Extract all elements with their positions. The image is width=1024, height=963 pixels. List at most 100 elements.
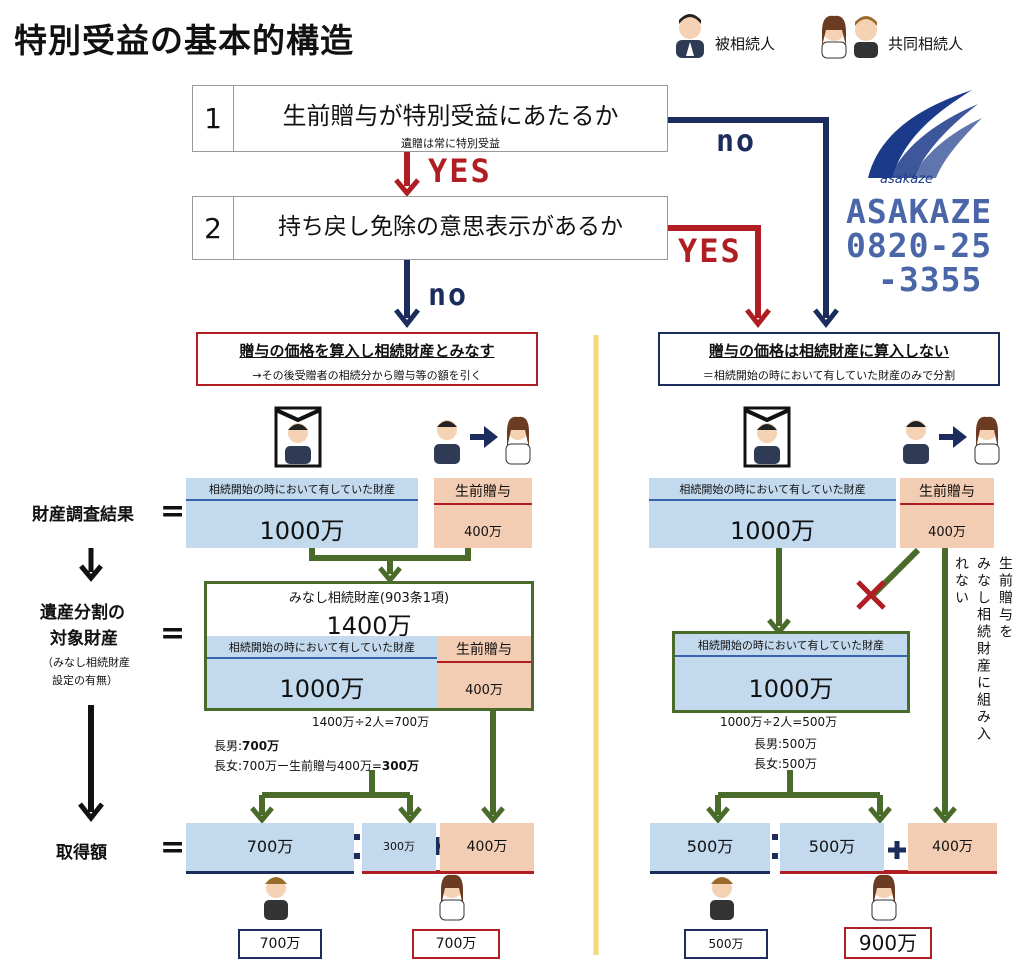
left-result-box: 贈与の価格を算入し相続財産とみなす →その後受贈者の相続分から贈与等の額を引く <box>196 332 538 386</box>
left-deemed-title: みなし相続財産(903条1項) <box>288 591 450 606</box>
right-acq-daughter-share: 500万 <box>780 823 884 871</box>
q1-yes-label: YES <box>428 152 492 190</box>
q1-no-arrowhead <box>813 308 839 329</box>
right-result-sub: ＝相続開始の時において有していた財産のみで分割 <box>702 369 956 382</box>
left-estate-header: 相続開始の時において有していた財産 <box>186 478 418 501</box>
right-estate-header: 相続開始の時において有していた財産 <box>649 478 896 501</box>
left-acq-son: 700万 <box>186 823 354 871</box>
left-transfer-arrow-icon <box>470 426 498 448</box>
left-result-main: 贈与の価格を算入し相続財産とみなす <box>239 342 495 360</box>
question-2-text: 持ち戻し免除の意思表示があるか <box>278 214 623 240</box>
left-colon-icon <box>354 834 360 859</box>
right-eldest-son-icon <box>710 877 734 920</box>
right-arrowhead-1 <box>706 806 730 824</box>
left-result-sub: →その後受贈者の相続分から贈与等の額を引く <box>252 369 482 382</box>
left-inner-estate-box: 相続開始の時において有していた財産 1000万 <box>207 636 437 708</box>
right-gift-box: 生前贈与 400万 <box>900 478 994 548</box>
right-gift-amount: 400万 <box>928 525 966 540</box>
row-label-division-2: 対象財産 <box>50 629 118 649</box>
right-estate-box: 相続開始の時において有していた財産 1000万 <box>649 478 896 548</box>
q2-yes-arrowhead <box>745 308 771 329</box>
left-estate-amount: 1000万 <box>259 517 345 545</box>
question-1-number: 1 <box>193 86 234 151</box>
left-arrowhead-2 <box>398 806 422 824</box>
left-gift-box: 生前贈与 400万 <box>434 478 532 548</box>
left-inner-estate-header: 相続開始の時において有していた財産 <box>207 636 437 659</box>
row-label-division-note-1: （みなし相続財産 <box>42 656 130 669</box>
question-1-box: 1 生前贈与が特別受益にあたるか 遺贈は常に特別受益 <box>192 85 668 152</box>
left-merge-arrowhead <box>378 566 402 584</box>
right-eldest-daughter-icon <box>871 874 897 921</box>
asakaze-logo-icon <box>868 90 982 178</box>
left-calc-3: 長女:700万ー生前贈与400万=300万 <box>214 759 419 773</box>
question-1-subtext: 遺贈は常に特別受益 <box>401 137 500 150</box>
question-2-number: 2 <box>193 197 234 259</box>
right-result-box: 贈与の価格は相続財産に算入しない ＝相続開始の時において有していた財産のみで分割 <box>658 332 1000 386</box>
right-gift-header: 生前贈与 <box>900 478 994 505</box>
left-arrowhead-1 <box>250 806 274 824</box>
left-calc-2: 長男:700万 <box>214 739 280 753</box>
right-vertical-note-2: みなし相続財産に組み入 <box>975 556 991 743</box>
q2-yes-line <box>666 225 761 318</box>
right-acq-daughter-gift: 400万 <box>908 823 997 871</box>
row-label-division-note-2: 設定の有無） <box>52 674 118 687</box>
cross-mark-2 <box>856 580 886 610</box>
right-calc-2: 長男:500万 <box>754 737 817 751</box>
q1-no-label: no <box>716 124 757 159</box>
row-label-division-1: 遺産分割の <box>40 603 125 623</box>
legend-decedent-label: 被相続人 <box>715 35 776 53</box>
survey-equals-icon: = <box>160 494 186 529</box>
q1-yes-arrowhead <box>394 178 420 197</box>
right-final-daughter: 900万 <box>844 927 932 959</box>
right-arrowhead-2 <box>868 806 892 824</box>
left-giver-icon <box>434 420 460 464</box>
left-inner-gift-box: 生前贈与 400万 <box>437 636 531 708</box>
right-giver-icon <box>903 420 929 464</box>
right-acq-son: 500万 <box>650 823 770 871</box>
left-final-daughter: 700万 <box>412 929 500 959</box>
right-final-son: 500万 <box>684 929 768 959</box>
left-gift-header: 生前贈与 <box>434 478 532 505</box>
q2-no-label: no <box>428 278 469 313</box>
left-eldest-daughter-icon <box>439 874 465 921</box>
left-gift-amount: 400万 <box>464 525 502 540</box>
left-receiver-icon <box>505 416 531 465</box>
right-inner-estate-box: 相続開始の時において有していた財産 1000万 <box>675 634 907 710</box>
right-deceased-portrait-icon <box>743 406 791 468</box>
right-transfer-arrow-icon <box>939 426 967 448</box>
question-2-box: 2 持ち戻し免除の意思表示があるか <box>192 196 668 260</box>
left-inner-gift-amount: 400万 <box>465 683 503 698</box>
left-eldest-son-icon <box>264 877 288 920</box>
page-title: 特別受益の基本的構造 <box>14 21 354 60</box>
right-calc-1: 1000万÷2人=500万 <box>720 715 838 729</box>
right-division-box: 相続開始の時において有していた財産 1000万 <box>672 631 910 713</box>
row-label-survey: 財産調査結果 <box>32 505 134 525</box>
q2-no-arrowhead <box>394 308 420 329</box>
q1-no-line <box>666 117 829 318</box>
brand-phone-2: -3355 <box>878 260 983 299</box>
right-inner-estate-header: 相続開始の時において有していた財産 <box>675 634 907 657</box>
left-inner-gift-header: 生前贈与 <box>437 636 531 663</box>
heir-legend-icon-female <box>821 15 847 59</box>
right-vertical-note-3: れない <box>953 556 969 607</box>
acquisition-equals-icon: = <box>160 830 186 865</box>
right-colon-icon <box>772 834 778 859</box>
left-calc-1: 1400万÷2人=700万 <box>312 715 430 729</box>
right-result-main: 贈与の価格は相続財産に算入しない <box>708 342 949 360</box>
decedent-legend-icon <box>676 14 704 58</box>
q2-yes-label: YES <box>678 232 742 270</box>
brand-name: ASAKAZE <box>846 192 993 231</box>
heir-legend-icon-male <box>854 16 878 58</box>
left-acq-daughter-gift: 400万 <box>440 823 534 871</box>
left-acq-daughter-share: 300万 <box>362 823 436 871</box>
brand-phone-1: 0820-25 <box>846 226 993 265</box>
left-estate-box: 相続開始の時において有していた財産 1000万 <box>186 478 418 548</box>
right-receiver-icon <box>974 416 1000 465</box>
right-vertical-note-1: 生前贈与を <box>997 556 1013 641</box>
left-merge-line <box>309 548 471 561</box>
right-calc-3: 長女:500万 <box>754 757 817 771</box>
question-1-text: 生前贈与が特別受益にあたるか <box>282 102 619 130</box>
left-deemed-estate-box: みなし相続財産(903条1項) 1400万 相続開始の時において有していた財産 … <box>204 581 534 711</box>
right-plus-icon <box>888 841 906 859</box>
